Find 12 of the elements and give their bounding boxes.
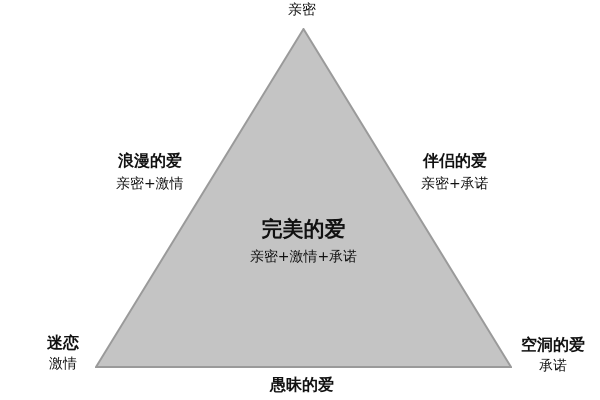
type-label: 伴侣的爱 — [423, 152, 487, 170]
title-text: 完美的爱 — [260, 218, 346, 242]
component-label: 激情 — [49, 357, 77, 372]
type-label: 空洞的爱 — [521, 336, 585, 354]
type-label: 浪漫的爱 — [118, 152, 182, 170]
component-label: 亲密+激情 — [116, 177, 184, 192]
component-label: 亲密+承诺 — [421, 177, 489, 192]
body-text: 亲密+激情+承诺 — [248, 250, 358, 266]
type-label: 迷恋 — [47, 334, 79, 352]
component-label: 承诺 — [539, 359, 567, 374]
type-label: 愚昧的爱 — [270, 376, 334, 394]
corner-label: 亲密 — [288, 3, 316, 18]
